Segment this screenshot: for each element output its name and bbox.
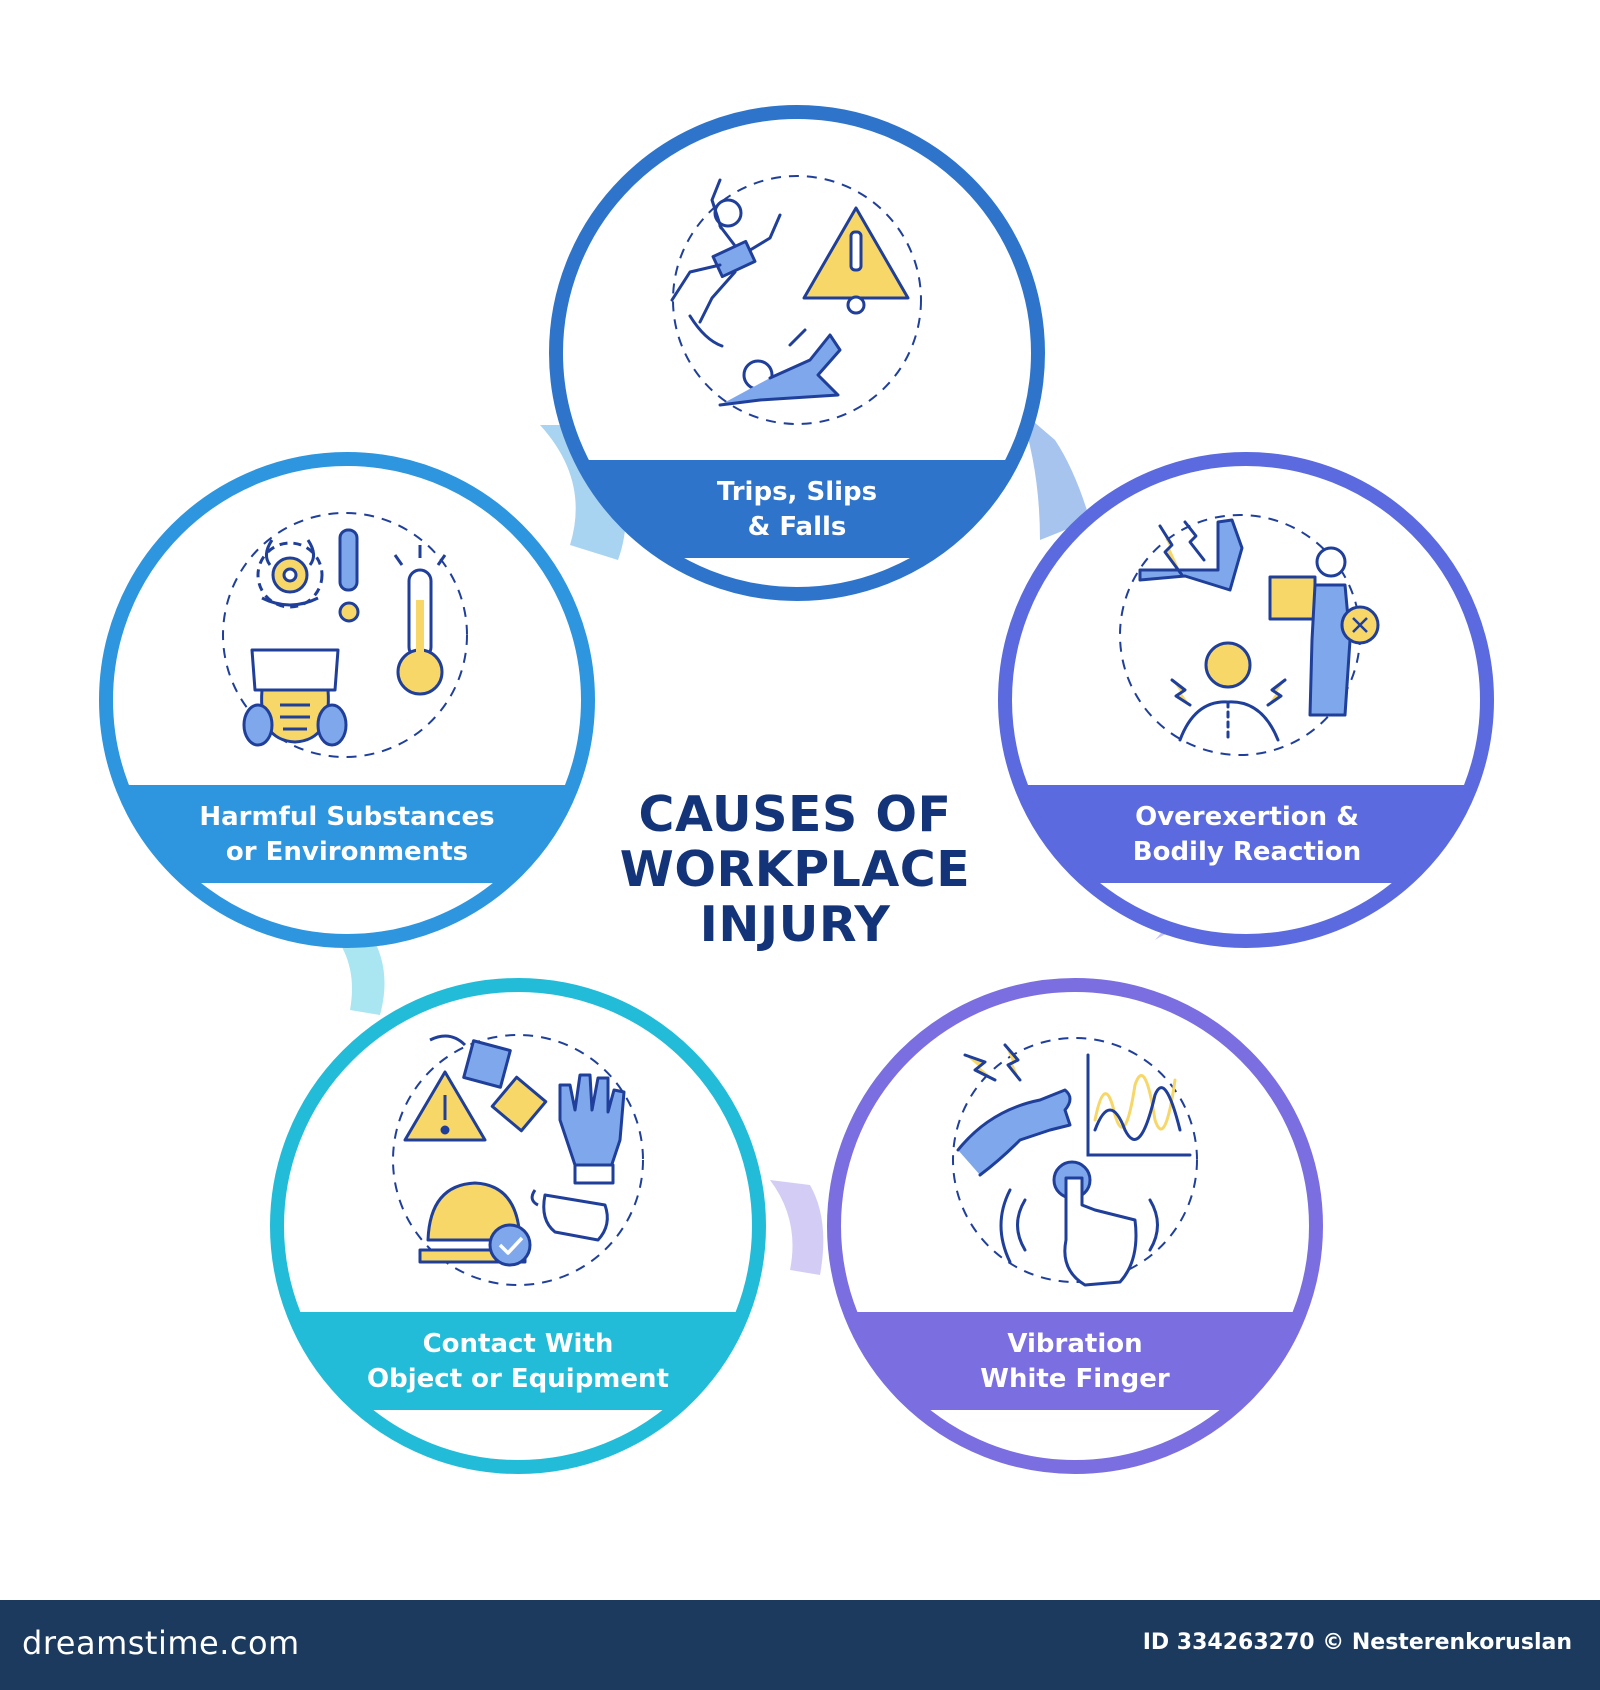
label-overexertion-line-2: Bodily Reaction bbox=[1132, 837, 1362, 867]
label-trips-container: Trips, Slips & Falls bbox=[590, 475, 1004, 545]
label-contact-container: Contact With Object or Equipment bbox=[311, 1327, 725, 1397]
connector-vibration-contact bbox=[770, 1180, 824, 1275]
label-harmful-line-1: Harmful Substances bbox=[199, 802, 495, 832]
label-trips-line-2: & Falls bbox=[747, 512, 847, 542]
label-vibration-line-1: Vibration bbox=[1007, 1329, 1143, 1359]
falling-boxes-icon bbox=[429, 1034, 548, 1133]
title-line-1: CAUSES OF bbox=[638, 786, 952, 843]
diagram-title: CAUSES OF WORKPLACE INJURY bbox=[560, 787, 1030, 952]
vibrating-hand-icon bbox=[956, 1043, 1072, 1177]
connector-trips-overexertion bbox=[1020, 410, 1090, 540]
label-vibration-line-2: White Finger bbox=[980, 1364, 1170, 1394]
dashed-ring bbox=[672, 175, 922, 425]
image-id-credit: ID 334263270 © Nesterenkoruslan bbox=[1142, 1630, 1572, 1655]
label-contact-line-1: Contact With bbox=[422, 1329, 614, 1359]
segment-trips: Trips, Slips & Falls bbox=[549, 105, 1045, 601]
arm-pain-icon bbox=[1138, 518, 1244, 592]
title-line-3: INJURY bbox=[699, 896, 891, 953]
biohazard-icon bbox=[256, 539, 324, 609]
warning-triangle-icon bbox=[403, 1070, 487, 1142]
title-line-2: WORKPLACE bbox=[619, 841, 971, 898]
exclamation-icon bbox=[338, 528, 360, 623]
label-vibration: Vibration White Finger bbox=[868, 1327, 1282, 1397]
label-vibration-container: Vibration White Finger bbox=[868, 1327, 1282, 1397]
label-trips: Trips, Slips & Falls bbox=[590, 475, 1004, 545]
footer-bar: dreamstime.com ID 334263270 © Nesterenko… bbox=[0, 1600, 1600, 1690]
segment-harmful: Harmful Substances or Environments bbox=[99, 452, 595, 948]
label-overexertion-line-1: Overexertion & bbox=[1135, 802, 1359, 832]
gas-mask-icon bbox=[242, 648, 348, 747]
label-harmful: Harmful Substances or Environments bbox=[140, 800, 554, 870]
band-overexertion bbox=[1010, 785, 1482, 883]
neck-pain-icon bbox=[1170, 641, 1287, 742]
finger-tap-icon bbox=[999, 1160, 1159, 1287]
label-trips-line-1: Trips, Slips bbox=[716, 477, 878, 507]
dashed-ring bbox=[222, 512, 468, 758]
hard-hat-icon bbox=[418, 1181, 532, 1267]
segment-overexertion: Overexertion & Bodily Reaction bbox=[998, 452, 1494, 948]
dashed-ring bbox=[952, 1037, 1198, 1283]
label-harmful-container: Harmful Substances or Environments bbox=[140, 800, 554, 870]
slipping-person-icon bbox=[688, 314, 842, 407]
safety-goggles-icon bbox=[530, 1189, 609, 1242]
label-overexertion-container: Overexertion & Bodily Reaction bbox=[1040, 800, 1454, 870]
falling-person-icon bbox=[670, 178, 782, 324]
thermometer-icon bbox=[393, 545, 447, 696]
brand-link[interactable]: dreamstime.com bbox=[22, 1624, 300, 1662]
infographic: Trips, Slips & Falls bbox=[99, 105, 1494, 1474]
dashed-ring bbox=[392, 1034, 644, 1286]
infographic-art: Trips, Slips & Falls bbox=[99, 105, 1494, 1474]
label-harmful-line-2: or Environments bbox=[225, 837, 469, 867]
label-contact-line-2: Object or Equipment bbox=[367, 1364, 669, 1394]
glove-icon bbox=[558, 1073, 626, 1185]
label-contact: Contact With Object or Equipment bbox=[311, 1327, 725, 1397]
person-carrying-box-icon bbox=[1268, 546, 1380, 717]
band-harmful bbox=[111, 785, 583, 883]
band-vibration bbox=[839, 1312, 1311, 1410]
vibration-graph-icon bbox=[1086, 1053, 1192, 1157]
segment-vibration: Vibration White Finger bbox=[827, 978, 1323, 1474]
segment-contact: Contact With Object or Equipment bbox=[270, 978, 766, 1474]
band-contact bbox=[282, 1312, 754, 1410]
warning-triangle-icon bbox=[802, 206, 910, 315]
label-overexertion: Overexertion & Bodily Reaction bbox=[1040, 800, 1454, 870]
